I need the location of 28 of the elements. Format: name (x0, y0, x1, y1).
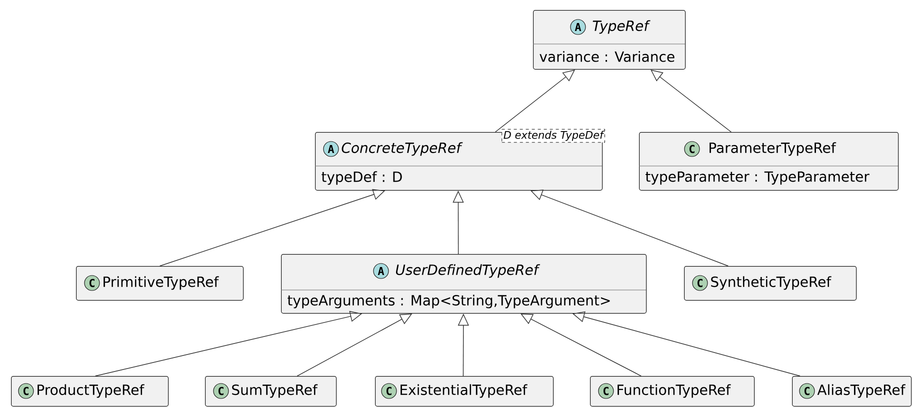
class-box (792, 376, 912, 407)
class-name: AliasTypeRef (817, 384, 906, 398)
class-box (280, 254, 647, 314)
class-name: ProductTypeRef (38, 384, 144, 398)
class-name: ExistentialTypeRef (400, 384, 528, 398)
class-name: SumTypeRef (232, 384, 318, 398)
class-name: SyntheticTypeRef (711, 276, 832, 290)
class-box (375, 376, 554, 407)
class-attribute: typeParameter : TypeParameter (646, 171, 870, 185)
class-box (11, 376, 169, 407)
class-attribute: variance : Variance (540, 51, 674, 62)
inheritance-arrow (650, 70, 732, 132)
class-box (76, 266, 244, 301)
class-box (684, 266, 857, 301)
class-box (205, 376, 337, 407)
template-parameter-box: D extends TypeDef (502, 129, 605, 143)
class-attribute: typeArguments : Map<String,TypeArgument> (288, 294, 610, 308)
class-name: PrimitiveTypeRef (104, 276, 219, 290)
class-name: TypeRef (592, 20, 650, 34)
class-box (532, 10, 686, 70)
class-box (638, 132, 899, 191)
class-name: ParameterTypeRef (710, 142, 836, 156)
class-name: FunctionTypeRef (618, 384, 731, 398)
class-box (590, 376, 755, 407)
class-box (314, 129, 605, 191)
class-name: ConcreteTypeRef (342, 142, 463, 156)
class-attribute: typeDef : D (322, 171, 402, 185)
class-name: UserDefinedTypeRef (396, 264, 540, 278)
